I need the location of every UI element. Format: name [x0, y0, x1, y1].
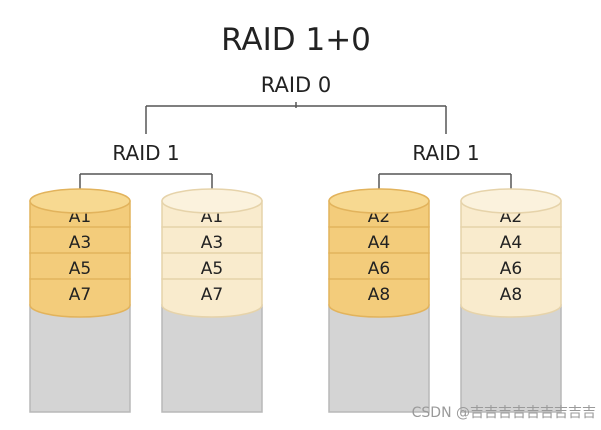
disk-top-cap: [328, 188, 430, 214]
diagram-title: RAID 1+0: [221, 22, 371, 58]
watermark-text: CSDN @吉吉吉吉吉吉吉吉吉: [412, 405, 596, 421]
block-label: A4: [500, 233, 522, 253]
disk-block: [29, 278, 131, 318]
block-label: A6: [500, 259, 522, 279]
disk-empty-area: [161, 304, 263, 413]
disk-empty-area: [328, 304, 430, 413]
disk-block: [460, 278, 562, 318]
disk-empty-area: [460, 304, 562, 413]
raid1-label-right: RAID 1: [412, 141, 479, 165]
block-label: A7: [201, 285, 223, 305]
raid0-label: RAID 0: [261, 73, 332, 97]
disk-top-cap: [460, 188, 562, 214]
block-label: A7: [69, 285, 91, 305]
block-label: A6: [368, 259, 390, 279]
block-label: A3: [69, 233, 91, 253]
block-label: A8: [500, 285, 522, 305]
block-label: A3: [201, 233, 223, 253]
disk-top-cap: [29, 188, 131, 214]
disk-empty-area: [29, 304, 131, 413]
disk-top-cap: [161, 188, 263, 214]
block-label: A5: [201, 259, 223, 279]
block-label: A8: [368, 285, 390, 305]
block-label: A5: [69, 259, 91, 279]
disk-block: [328, 278, 430, 318]
block-label: A4: [368, 233, 390, 253]
disk-block: [161, 278, 263, 318]
raid1-label-left: RAID 1: [112, 141, 179, 165]
